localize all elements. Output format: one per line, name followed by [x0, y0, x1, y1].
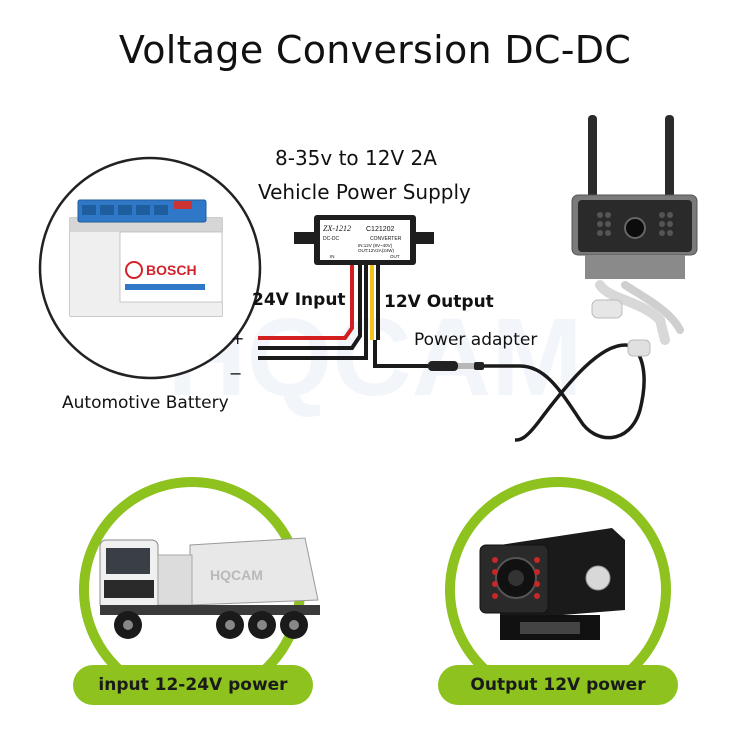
adapter-label: Power adapter — [414, 330, 538, 350]
truck-circle: HQCAM — [79, 477, 320, 703]
input-power-text: input 12-24V power — [98, 675, 288, 695]
output-power-text: Output 12V power — [470, 675, 646, 695]
output-power-badge: Output 12V power — [438, 665, 678, 705]
camera-top-icon — [571, 115, 698, 357]
truck-watermark: HQCAM — [210, 567, 263, 583]
converter-in-spec: IN:12V (8V~40V) — [358, 243, 393, 248]
battery-brand: BOSCH — [146, 262, 197, 278]
converter-subtitle-label: Vehicle Power Supply — [258, 180, 471, 204]
output-label: 12V Output — [384, 292, 494, 312]
converter-spec-label: 8-35v to 12V 2A — [275, 146, 437, 170]
battery-circle: BOSCH — [38, 156, 262, 380]
page-title: Voltage Conversion DC-DC — [118, 28, 632, 72]
converter-type: DC-DC — [323, 236, 339, 242]
converter-code: C121202 — [366, 226, 395, 233]
converter-out-spec: OUT:12V2A(24W) — [358, 248, 395, 253]
input-label: 24V Input — [252, 290, 346, 310]
output-wires — [370, 262, 646, 442]
truck-icon: HQCAM — [99, 537, 320, 639]
battery-wires — [258, 260, 368, 360]
battery-label: Automotive Battery — [62, 393, 229, 413]
converter-kind: CONVERTER — [370, 236, 402, 242]
converter-model: ZX-1212 — [323, 224, 351, 233]
plus-terminal-label: + — [231, 329, 245, 348]
input-power-badge: input 12-24V power — [73, 665, 313, 705]
converter-out-terminal: OUT — [390, 254, 400, 259]
minus-terminal-label: − — [229, 364, 243, 383]
converter-in-terminal: IN — [330, 254, 335, 259]
camera-circle — [445, 477, 671, 703]
camera-bottom-icon — [479, 528, 625, 640]
battery-icon: BOSCH — [69, 199, 223, 317]
converter-box: ZX-1212 C121202 DC-DC CONVERTER IN:12V (… — [294, 215, 434, 265]
